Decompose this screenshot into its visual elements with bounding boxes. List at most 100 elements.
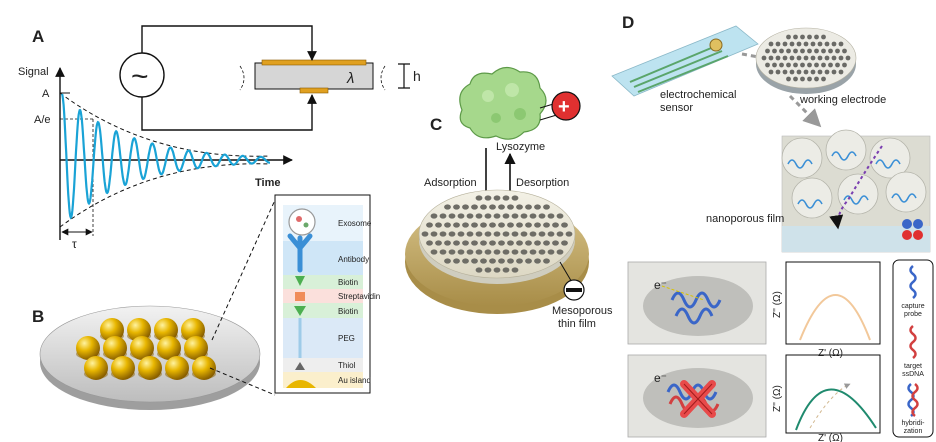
pore-94: [547, 249, 555, 255]
film-cavity-3: [791, 177, 833, 219]
layer-label-1: Antibody: [338, 255, 369, 264]
pore-99: [471, 258, 478, 264]
electrode-pore-46: [793, 62, 798, 68]
electrode-pore-56: [782, 69, 788, 75]
pore-102: [498, 258, 505, 264]
pore-84: [457, 249, 465, 255]
pore-95: [556, 249, 564, 255]
gold-island-2: [154, 318, 178, 342]
pore-25: [502, 213, 510, 219]
pore-66: [435, 240, 442, 246]
electrode-pore-67: [800, 76, 805, 82]
pore-23: [484, 213, 492, 219]
resonator: [239, 51, 410, 104]
pore-108: [475, 267, 483, 273]
nanoporous-film: [781, 129, 931, 253]
tau-label: τ: [72, 237, 77, 251]
legend-hybrid-2: zation: [904, 428, 923, 435]
protein-label: Lysozyme: [496, 141, 545, 153]
pore-11: [498, 204, 505, 210]
pore-57: [502, 231, 510, 237]
electrode-pore-43: [772, 62, 777, 68]
electrode-pore-34: [796, 55, 802, 61]
x-axis-label: Time: [255, 177, 280, 189]
pore-55: [484, 231, 492, 237]
electrode-pore-49: [814, 62, 819, 68]
panel-b-label: B: [32, 307, 44, 326]
pore-32: [426, 222, 433, 228]
pore-0: [475, 195, 483, 201]
pore-111: [502, 267, 510, 273]
electrode-pore-63: [831, 69, 837, 75]
electrode-pore-39: [831, 55, 837, 61]
pore-68: [453, 240, 460, 246]
pore-54: [475, 231, 483, 237]
electrode-pore-27: [835, 48, 840, 54]
electrode-pore-0: [786, 34, 791, 40]
pore-31: [556, 213, 564, 219]
electrode-pore-24: [814, 48, 819, 54]
pore-48: [421, 231, 429, 237]
pore-2: [493, 195, 501, 201]
electrode-pore-4: [814, 34, 819, 40]
pore-70: [471, 240, 478, 246]
pore-33: [435, 222, 442, 228]
pore-20: [457, 213, 465, 219]
electrode-pore-51: [828, 62, 833, 68]
pore-56: [493, 231, 501, 237]
gold-island-5: [103, 336, 127, 360]
electrode-pore-38: [824, 55, 830, 61]
pore-42: [516, 222, 523, 228]
electrode-pore-48: [807, 62, 812, 68]
layer-label-4: Biotin: [338, 307, 358, 316]
panel-c: C + Lysozyme Adsorption Desorption: [405, 66, 613, 330]
pore-62: [547, 231, 555, 237]
pore-3: [502, 195, 510, 201]
gold-island-10: [111, 356, 135, 380]
pore-16: [543, 204, 550, 210]
electrode-pore-15: [831, 41, 837, 47]
pore-15: [534, 204, 541, 210]
pore-109: [484, 267, 492, 273]
panel-b: B: [32, 194, 380, 410]
electrode-pore-8: [782, 41, 788, 47]
film-cavity-0: [781, 137, 823, 179]
electrode-pore-45: [786, 62, 791, 68]
thickness-label: h: [413, 68, 421, 84]
electrode-pore-11: [803, 41, 809, 47]
electrode-pore-9: [789, 41, 795, 47]
pore-4: [511, 195, 519, 201]
electrode-pore-66: [793, 76, 798, 82]
wavelength-label: λ: [346, 70, 354, 87]
y-axis-label: Signal: [18, 66, 49, 78]
pore-8: [471, 204, 478, 210]
electrode-pore-58: [796, 69, 802, 75]
pore-49: [430, 231, 438, 237]
layer-label-6: Thiol: [338, 361, 356, 370]
pore-75: [516, 240, 523, 246]
film-label-1: Mesoporous: [552, 305, 613, 317]
pore-9: [480, 204, 487, 210]
pore-29: [538, 213, 546, 219]
pore-closeup-probe: [627, 261, 767, 345]
pore-50: [439, 231, 447, 237]
dna-legend: [892, 259, 934, 438]
pore-85: [466, 249, 474, 255]
electrode-pore-35: [803, 55, 809, 61]
pore-71: [480, 240, 487, 246]
tick-a-over-e: A/e: [34, 114, 51, 126]
legend-hybrid-1: hybridi-: [902, 420, 926, 427]
electrode-pore-61: [817, 69, 823, 75]
electrode-pore-50: [821, 62, 826, 68]
pore-82: [439, 249, 447, 255]
panel-d: D electrochemical sensor working electro…: [611, 13, 934, 442]
pore-39: [489, 222, 496, 228]
pore-104: [516, 258, 523, 264]
layer-label-7: Au island: [338, 376, 371, 385]
electrode-pore-44: [779, 62, 784, 68]
legend-probe-1: capture: [901, 303, 924, 310]
z-real-label-bottom: Z' (Ω): [818, 433, 843, 442]
pore-86: [475, 249, 483, 255]
pore-58: [511, 231, 519, 237]
